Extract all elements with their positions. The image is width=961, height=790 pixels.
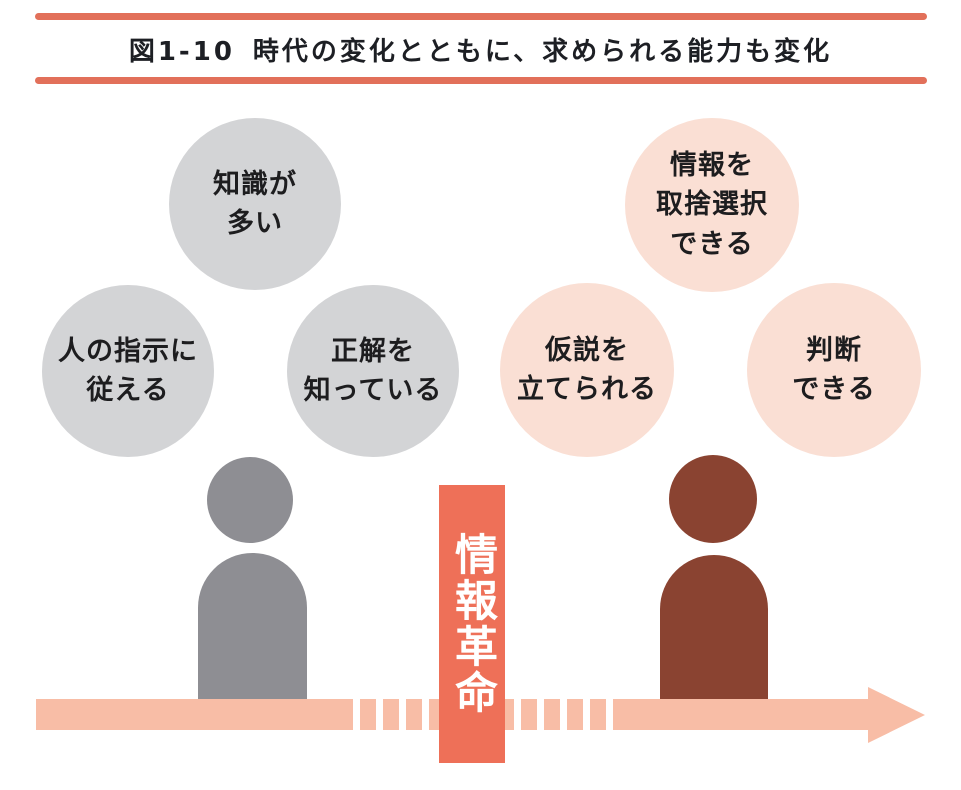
ability-label: 仮説を 立てられる	[517, 334, 657, 405]
person-head-icon	[207, 457, 293, 543]
person-body-icon	[660, 555, 768, 699]
arrow-bar-left	[36, 699, 353, 730]
figure-title: 図1-10 時代の変化とともに、求められる能力も変化	[0, 31, 961, 68]
figure-caption: 時代の変化とともに、求められる能力も変化	[252, 37, 833, 67]
ability-label: 人の指示に 従える	[58, 335, 198, 406]
ability-circle-knowledge: 知識が 多い	[169, 118, 341, 290]
arrow-bar-right	[622, 699, 868, 730]
banner-label: 情報革命	[447, 532, 498, 716]
ability-label: 判断 できる	[792, 334, 876, 405]
ability-label: 正解を 知っている	[303, 335, 443, 406]
person-head-icon	[669, 455, 757, 543]
ability-circle-follow-instructions: 人の指示に 従える	[42, 285, 214, 457]
title-rule-top	[35, 13, 927, 20]
ability-circle-select-information: 情報を 取捨選択 できる	[625, 118, 799, 292]
arrow-head-icon	[868, 687, 925, 743]
ability-circle-knows-answer: 正解を 知っている	[287, 285, 459, 457]
figure-number: 図1-10	[128, 37, 235, 67]
ability-label: 情報を 取捨選択 できる	[656, 150, 768, 260]
person-body-icon	[198, 553, 307, 699]
info-revolution-banner: 情報革命	[439, 485, 505, 763]
title-rule-bottom	[35, 77, 927, 84]
ability-circle-form-hypothesis: 仮説を 立てられる	[500, 283, 674, 457]
ability-label: 知識が 多い	[213, 168, 297, 239]
ability-circle-can-judge: 判断 できる	[747, 283, 921, 457]
